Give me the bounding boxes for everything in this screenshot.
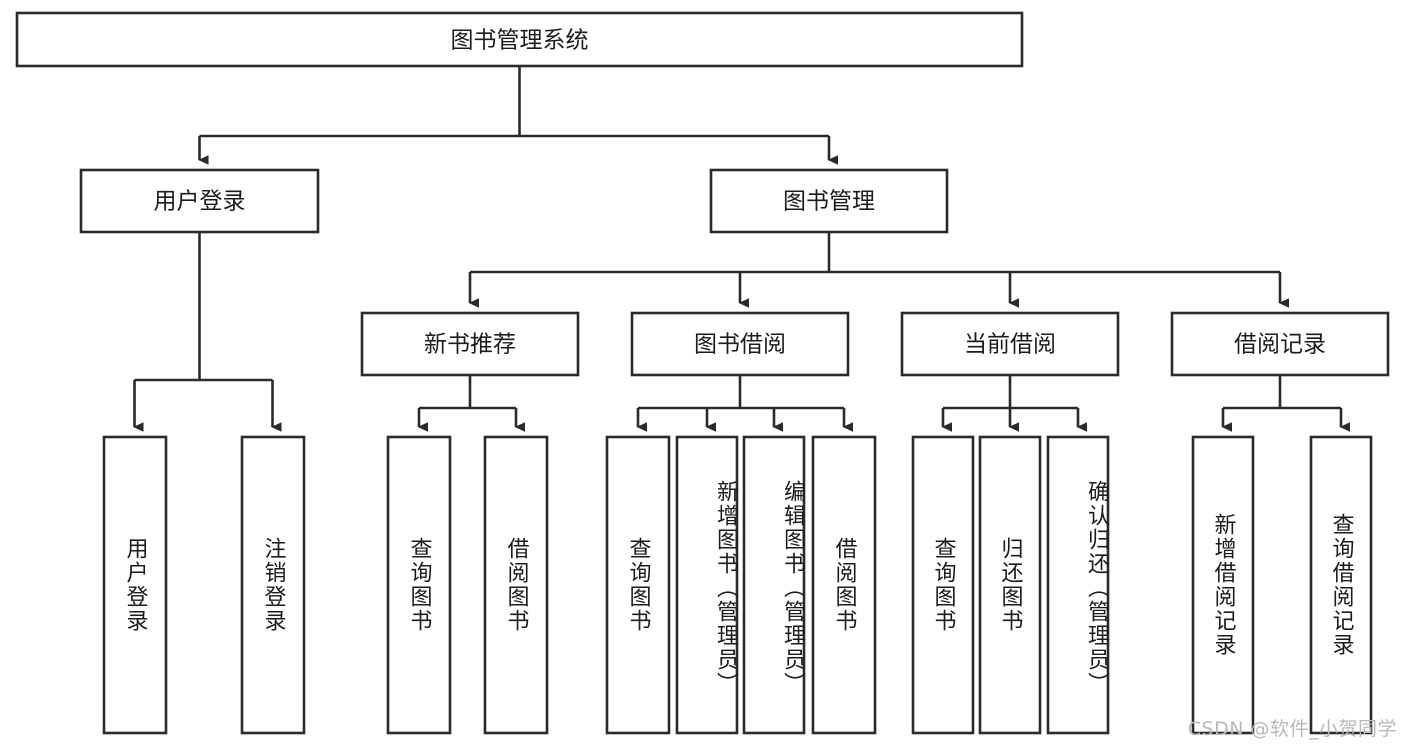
node-box-leaf-borrow-book-2[interactable]	[811, 435, 877, 735]
node-box-leaf-borrow-book-1[interactable]	[483, 435, 549, 735]
node-box-book-manage[interactable]	[709, 168, 949, 234]
edge-layer	[133, 66, 1351, 432]
node-label-root: 图书管理系统	[451, 28, 589, 54]
node-label-user-login: 用户登录	[154, 189, 246, 215]
node-box-leaf-return-book[interactable]	[978, 435, 1042, 735]
node-box-user-login[interactable]	[79, 168, 320, 234]
node-label-borrow-record: 借阅记录	[1234, 332, 1326, 358]
node-box-root[interactable]	[15, 11, 1024, 68]
node-box-borrow-record[interactable]	[1170, 311, 1390, 377]
node-box-leaf-add-book[interactable]	[675, 435, 739, 735]
node-box-leaf-query-record[interactable]	[1309, 435, 1373, 735]
node-box-leaf-user-login[interactable]	[102, 435, 168, 735]
node-box-current-borrow[interactable]	[900, 311, 1120, 377]
node-box-leaf-query-book-3[interactable]	[911, 435, 975, 735]
node-layer: 图书管理系统 用户登录 图书管理 新书推荐 图书借阅 当前借阅 借阅记录	[15, 11, 1390, 735]
node-box-leaf-confirm-return[interactable]	[1046, 435, 1110, 735]
node-box-book-borrow[interactable]	[630, 311, 850, 377]
node-label-current-borrow: 当前借阅	[964, 332, 1056, 358]
node-label-book-manage: 图书管理	[783, 189, 875, 215]
node-box-leaf-query-book-1[interactable]	[386, 435, 452, 735]
node-box-leaf-edit-book[interactable]	[742, 435, 806, 735]
node-box-leaf-logout[interactable]	[240, 435, 306, 735]
watermark-label: CSDN @软件_小贺同学	[1187, 718, 1397, 740]
node-label-new-book-rec: 新书推荐	[424, 332, 516, 358]
node-box-leaf-add-record[interactable]	[1191, 435, 1255, 735]
node-box-leaf-query-book-2[interactable]	[605, 435, 671, 735]
node-box-new-book-rec[interactable]	[360, 311, 580, 377]
node-label-book-borrow: 图书借阅	[694, 332, 786, 358]
